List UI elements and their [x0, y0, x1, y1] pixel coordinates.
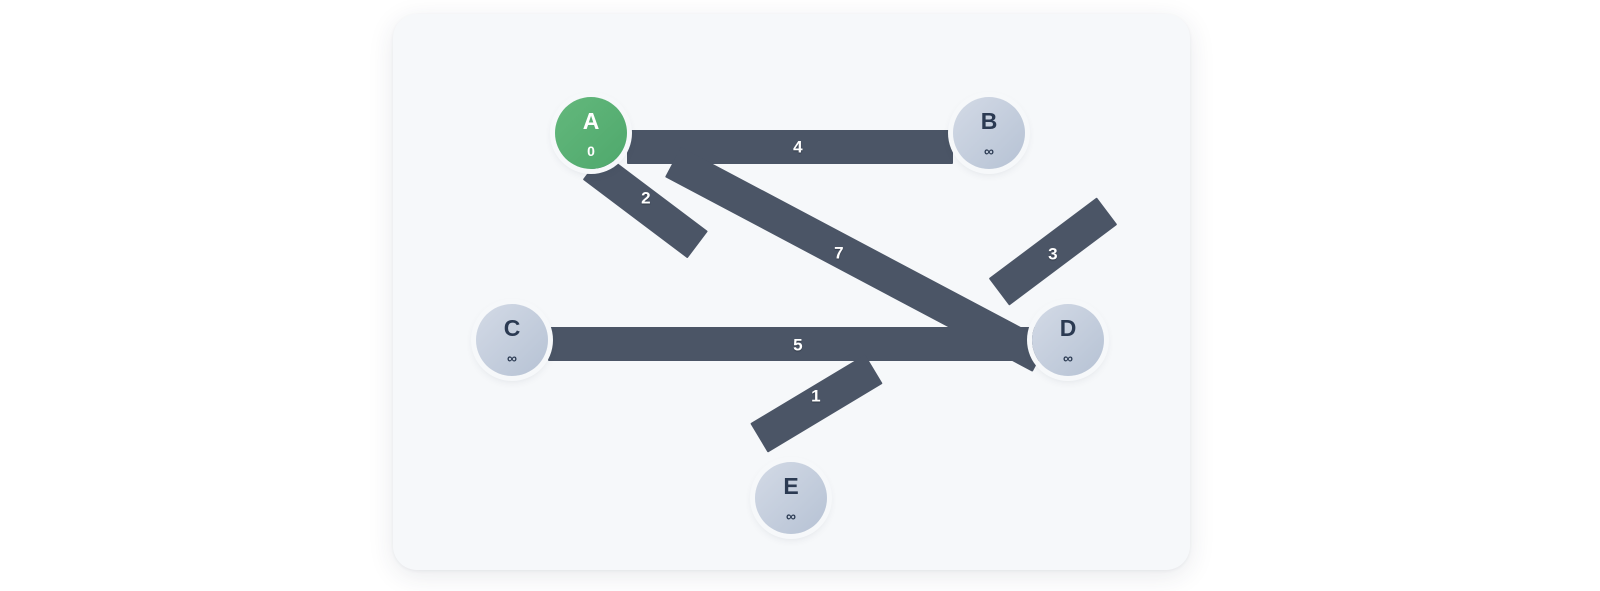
node-label-d: D: [1059, 315, 1077, 341]
node-distance-b: ∞: [984, 143, 994, 159]
edge-c-d: [548, 327, 1041, 361]
edge-d-e: [750, 354, 883, 453]
edge-b-d: [988, 197, 1118, 306]
node-label-b: B: [980, 108, 998, 134]
node-distance-a: 0: [587, 143, 595, 159]
graph-node-b[interactable]: B∞: [953, 97, 1025, 169]
graph-node-d[interactable]: D∞: [1032, 304, 1104, 376]
node-label-c: C: [503, 315, 521, 341]
node-label-e: E: [783, 473, 799, 499]
graph-node-c[interactable]: C∞: [476, 304, 548, 376]
node-distance-d: ∞: [1063, 350, 1073, 366]
node-distance-e: ∞: [786, 508, 796, 524]
node-distance-c: ∞: [507, 350, 517, 366]
graph-node-e[interactable]: E∞: [755, 462, 827, 534]
node-label-a: A: [582, 108, 600, 134]
